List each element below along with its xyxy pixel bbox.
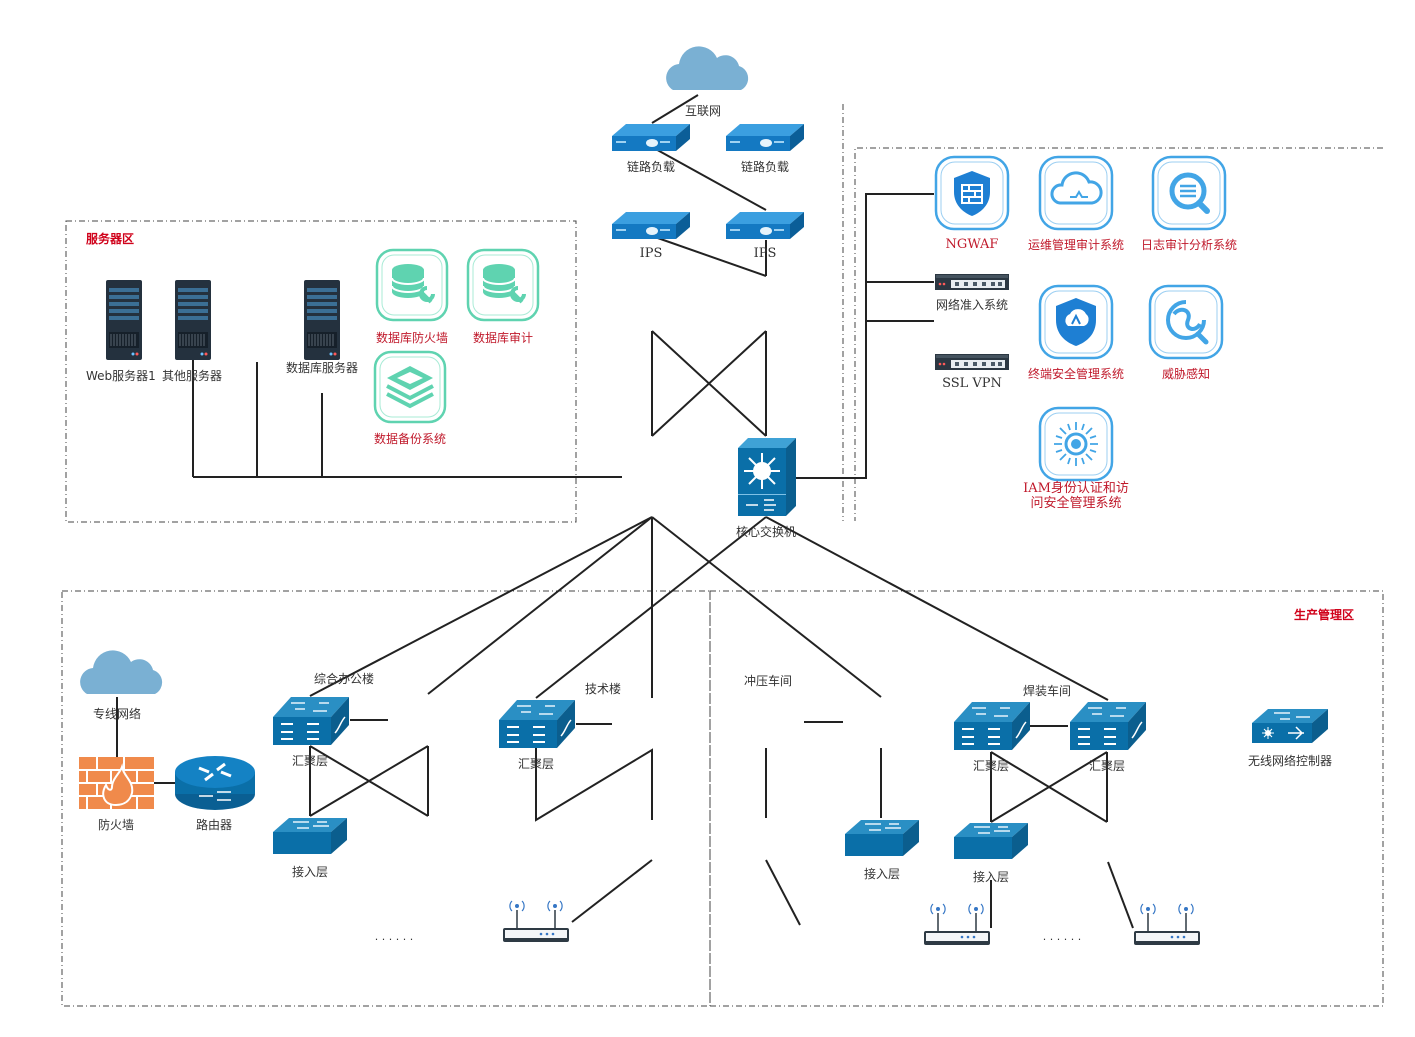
link-load-balancer-1[interactable] — [612, 124, 690, 151]
log-audit-icon[interactable] — [1151, 155, 1227, 231]
weld-agg-switch-1[interactable] — [953, 701, 1031, 751]
office-agg-switch-1[interactable] — [272, 696, 350, 746]
ssl-vpn-label: SSL VPN — [942, 376, 1002, 391]
db-server-label: 数据库服务器 — [286, 361, 359, 375]
threat-label: 威胁感知 — [1161, 367, 1211, 381]
stamping-label: 冲压车间 — [743, 674, 793, 688]
iam-icon[interactable] — [1038, 406, 1114, 482]
link-lb-2-label: 链路负载 — [740, 160, 790, 174]
wireless-controller-label: 无线网络控制器 — [1247, 754, 1333, 768]
db-firewall-icon[interactable] — [375, 248, 449, 322]
db-audit-label: 数据库审计 — [472, 331, 534, 345]
db-firewall-label: 数据库防火墙 — [375, 331, 449, 345]
production-zone-border — [709, 590, 1384, 1007]
office-agg-1-label: 汇聚层 — [291, 754, 329, 768]
internet-label: 互联网 — [684, 104, 722, 118]
core-switch-label: 核心交换机 — [735, 525, 797, 539]
firewall-label: 防火墙 — [97, 818, 135, 832]
office-access-switch-1[interactable] — [272, 817, 348, 855]
ops-audit-icon[interactable] — [1038, 155, 1114, 231]
connections — [116, 94, 1134, 929]
other-server-icon[interactable] — [174, 279, 212, 361]
core-switch-icon[interactable] — [738, 438, 796, 516]
security-zone-border — [854, 147, 1383, 521]
welding-label: 焊装车间 — [1022, 684, 1072, 698]
production-ellipsis: · · · · · · — [1042, 933, 1082, 946]
weld-access-switch[interactable] — [953, 822, 1029, 860]
weld-agg-switch-2[interactable] — [1069, 701, 1147, 751]
log-audit-label: 日志审计分析系统 — [1140, 238, 1238, 252]
stamping-access-switch[interactable] — [844, 819, 920, 857]
prod-wifi-ap-1[interactable] — [923, 903, 991, 946]
ips-device-2[interactable] — [726, 212, 804, 239]
firewall-icon[interactable] — [79, 757, 154, 809]
ssl-vpn-appliance-icon[interactable] — [935, 354, 1009, 370]
router-icon[interactable] — [175, 756, 255, 810]
tech-building-label: 技术楼 — [584, 682, 622, 696]
ips-device-1[interactable] — [612, 212, 690, 239]
iam-label: IAM身份认证和访问安全管理系统 — [1023, 481, 1129, 511]
office-agg-switch-2[interactable] — [498, 699, 576, 749]
db-audit-icon[interactable] — [466, 248, 540, 322]
db-server-icon[interactable] — [303, 279, 341, 361]
production-zone-title: 生产管理区 — [1294, 608, 1355, 622]
db-backup-icon[interactable] — [373, 350, 447, 424]
endpoint-label: 终端安全管理系统 — [1027, 367, 1125, 381]
ops-audit-label: 运维管理审计系统 — [1027, 238, 1125, 252]
ngwaf-icon[interactable] — [934, 155, 1010, 231]
ips-1-label: IPS — [639, 246, 663, 261]
office-wifi-ap[interactable] — [502, 900, 570, 943]
link-load-balancer-2[interactable] — [726, 124, 804, 151]
ngwaf-label: NGWAF — [945, 237, 999, 252]
office-building-label: 综合办公楼 — [313, 672, 375, 686]
weld-access-label: 接入层 — [972, 870, 1010, 884]
nac-appliance-icon[interactable] — [935, 274, 1009, 290]
dedicated-network-cloud-icon — [80, 650, 163, 694]
wireless-controller-icon[interactable] — [1252, 709, 1328, 743]
server-zone-title: 服务器区 — [86, 232, 135, 246]
link-lb-1-label: 链路负载 — [626, 160, 676, 174]
weld-agg-2-label: 汇聚层 — [1088, 759, 1126, 773]
stamping-access-label: 接入层 — [863, 867, 901, 881]
web-server-label: Web服务器1 — [86, 369, 156, 383]
office-zone-border — [61, 590, 711, 1007]
threat-perception-icon[interactable] — [1148, 284, 1224, 360]
endpoint-security-icon[interactable] — [1038, 284, 1114, 360]
office-access-1-label: 接入层 — [291, 865, 329, 879]
nac-label: 网络准入系统 — [935, 298, 1009, 312]
dedicated-network-label: 专线网络 — [92, 707, 142, 721]
db-backup-label: 数据备份系统 — [373, 432, 447, 446]
office-agg-2-label: 汇聚层 — [517, 757, 555, 771]
weld-agg-1-label: 汇聚层 — [972, 759, 1010, 773]
internet-cloud-icon — [666, 46, 749, 90]
router-label: 路由器 — [195, 818, 233, 832]
prod-wifi-ap-2[interactable] — [1133, 903, 1201, 946]
server-zone-border — [65, 220, 577, 523]
office-ellipsis: · · · · · · — [374, 933, 414, 946]
ips-2-label: IPS — [753, 246, 777, 261]
web-server-icon[interactable] — [105, 279, 143, 361]
other-server-label: 其他服务器 — [162, 369, 223, 383]
